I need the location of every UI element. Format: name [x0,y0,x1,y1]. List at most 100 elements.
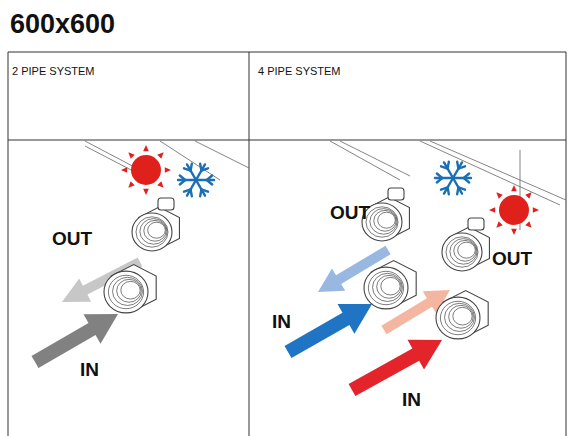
housing-line [160,141,220,180]
sun-disc [131,155,161,185]
flow-label: IN [402,390,421,409]
flake-arm [187,180,196,196]
flow-label: OUT [330,203,370,222]
thread-line [366,207,398,237]
flake-branch [191,164,192,171]
flake-branch [458,166,465,168]
valve-cap [388,188,404,200]
housing-line [420,141,560,205]
sun-ray [489,207,495,213]
pipe-fitting [442,218,489,271]
flake-branch [207,180,212,185]
flake-branch [180,175,185,180]
heating-sun [121,145,171,195]
housing-line [430,141,566,200]
flake-branch [200,189,201,196]
sun-ray [128,181,134,187]
pipe-fitting [436,291,488,339]
flake-branch [448,162,449,169]
flake-branch [201,168,208,170]
thread-line [117,279,142,302]
flake-arm [444,162,453,178]
sun-disc [499,195,529,225]
thread-bore [104,271,148,313]
thread-line [445,303,475,331]
valve-cap [468,218,484,230]
thread-line [108,275,143,308]
pipe-fitting [364,261,416,309]
sun-ray [496,192,502,198]
thread-line [450,239,477,265]
sun-ray [128,152,134,158]
flake-arm [196,180,205,196]
flow-label: IN [272,312,291,331]
arrows-right [285,246,450,396]
table-line [566,52,567,436]
flake-branch [441,187,448,189]
thread-line [148,222,166,238]
housing-line [195,141,249,168]
sun-ray [165,167,171,173]
sun-ray [496,221,502,227]
flow-label: OUT [52,229,92,248]
housing-line [85,146,135,172]
sun-ray [121,167,127,173]
thread-bore [436,297,480,339]
table-frame [8,52,566,436]
flake-arm [435,177,453,179]
flake-branch [437,173,442,178]
thread-line [440,301,475,334]
thread-line [449,305,474,328]
diagram-title: 600x600 [10,11,115,38]
column-header: 4 PIPE SYSTEM [258,66,341,77]
sun-ray [157,152,163,158]
flake-arm [196,179,214,181]
housing-line [330,141,400,180]
thread-line [381,277,400,295]
table-line [8,140,566,141]
flake-arm [453,162,462,178]
column-header: 2 PIPE SYSTEM [12,66,95,77]
thread-line [144,220,166,241]
sun-ray [525,221,531,227]
thread-line [374,210,396,231]
flake-arm [444,178,453,194]
flow-arrow [349,340,442,396]
flake-branch [464,178,469,183]
flow-arrow [31,314,118,368]
sun-ray [157,181,163,187]
housing-line [340,141,410,176]
table-line [249,52,250,436]
table-line [8,52,9,436]
sun-ray [511,229,517,235]
thread-line [113,277,143,305]
cooling-snowflake [435,162,471,194]
flow-arrow [285,304,372,358]
flake-branch [184,189,191,191]
flake-branch [457,187,458,194]
thread-line [136,217,168,247]
thread-bore [442,233,482,271]
flake-arm [453,177,471,179]
flow-label: OUT [492,249,532,268]
flake-arm [453,178,462,194]
thread-line [373,273,403,301]
thread-bore [364,267,408,309]
pipe-fitting [132,198,179,251]
thread-line [121,281,140,299]
thread-line [458,242,476,258]
heating-sun [489,185,539,235]
sun-ray [143,189,149,195]
flake-arm [178,179,196,181]
thread-line [140,219,167,245]
thread-bore [132,213,172,251]
flow-label: IN [80,360,99,379]
valve-cap [158,198,174,210]
flake-arm [187,164,196,180]
thread-line [370,209,397,235]
sun-ray [143,145,149,151]
sun-ray [511,185,517,191]
sun-ray [533,207,539,213]
pipe-fitting [104,265,156,313]
thread-line [446,237,478,267]
